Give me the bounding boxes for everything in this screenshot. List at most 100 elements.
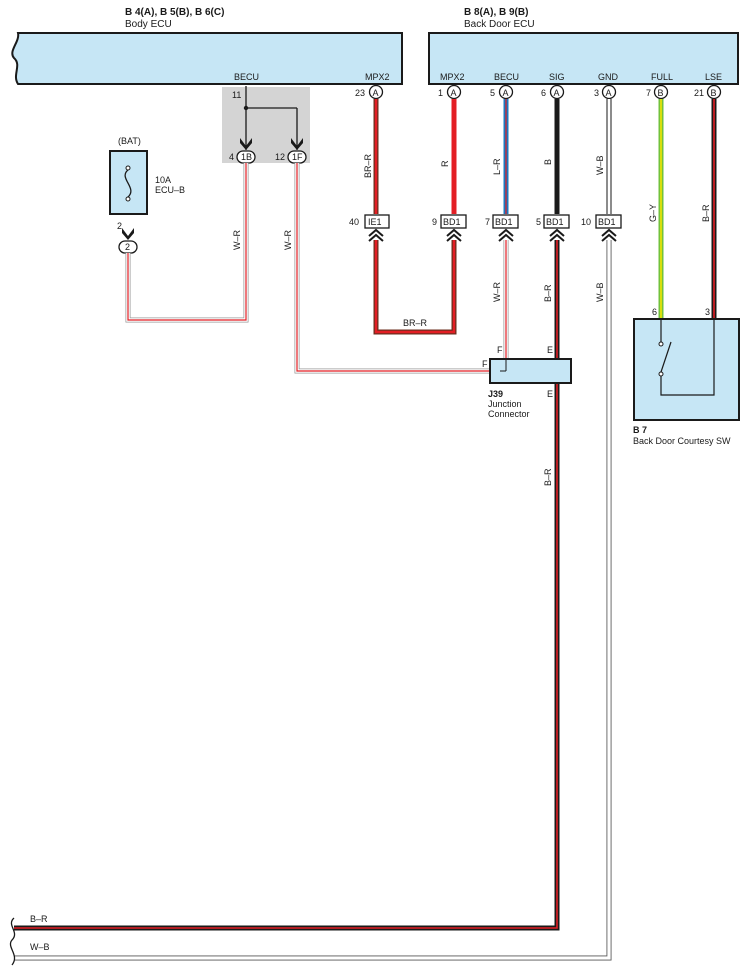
- bd1-10-chevron-icon: [601, 228, 617, 242]
- bde-pin-label-sig: SIG: [549, 72, 565, 82]
- bde-pin-circle-3: [601, 84, 617, 100]
- wires: [14, 99, 717, 961]
- label-sig-bottom: B–R: [543, 468, 553, 486]
- wire-1f-red: [296, 163, 500, 372]
- bde-pin-num-3: 3: [594, 88, 599, 98]
- back-door-courtesy-switch: 6 3 B 7 Back Door Courtesy SW: [633, 307, 740, 446]
- bde-pin-num-6: 6: [541, 88, 546, 98]
- label-exit-wb: W–B: [30, 942, 50, 952]
- bde-pin-conn-5: A: [503, 88, 509, 98]
- fuse-arrow: [122, 228, 134, 240]
- ie1-label: IE1: [368, 217, 382, 227]
- body-ecu-pin-mpx2-label: MPX2: [365, 72, 390, 82]
- body-ecu-pin-becu-label: BECU: [234, 72, 259, 82]
- mpx2-pin-connector: A: [373, 88, 379, 98]
- fuse-box: [109, 150, 148, 215]
- bde-pin-label-gnd: GND: [598, 72, 619, 82]
- bd1-10-box: [595, 214, 622, 229]
- label-becu-back: L–R: [492, 158, 502, 175]
- label-mpx2-bottom: BR–R: [403, 318, 428, 328]
- courtesy-pin-right: 3: [705, 307, 710, 317]
- bd1-5-number: 5: [536, 217, 541, 227]
- wire-1f-white: [295, 163, 500, 373]
- bd1-9-label: BD1: [443, 217, 461, 227]
- j39-name-2: Connector: [488, 409, 530, 419]
- j39-pin-f-top: F: [497, 345, 503, 355]
- wire-mpx2-loop-red: [374, 240, 456, 334]
- body-ecu-junction-block: 11 4 1B 12 1F: [222, 86, 310, 164]
- junction-shade: [222, 87, 310, 163]
- switch-internal-line: [660, 319, 715, 396]
- back-door-ecu: B 8(A), B 9(B) Back Door ECU MPX2 BECU S…: [428, 7, 739, 100]
- bde-pin-conn-7: B: [658, 88, 664, 98]
- bde-pin-label-lse: LSE: [705, 72, 722, 82]
- bde-pin-num-7: 7: [646, 88, 651, 98]
- label-mpx2-back: R: [440, 160, 450, 167]
- arrow-1b: [240, 138, 252, 150]
- bd1-5-box: [543, 214, 570, 229]
- wire-sig-lower-outline: [14, 240, 560, 931]
- connector-1b-label: 1B: [241, 152, 252, 162]
- fuse-connector-label: 2: [125, 242, 130, 252]
- bd1-7-number: 7: [485, 217, 490, 227]
- pin-1f-number: 12: [275, 152, 285, 162]
- bd1-9-number: 9: [432, 217, 437, 227]
- junction-dot: [243, 105, 249, 111]
- label-jc-wire: W–R: [283, 230, 293, 251]
- inline-connectors: 40 IE1 9 BD1 7 BD1 5 BD1 10 BD1: [349, 214, 622, 242]
- bde-pin-label-mpx2: MPX2: [440, 72, 465, 82]
- bde-pin-conn-3: A: [606, 88, 612, 98]
- courtesy-switch-name: Back Door Courtesy SW: [633, 436, 731, 446]
- body-ecu-mpx2-pin: 23 A: [355, 84, 384, 100]
- bde-pin-circle-1: [446, 84, 462, 100]
- ie1-number: 40: [349, 217, 359, 227]
- wire-gnd-lower-outline: [14, 240, 612, 961]
- ie1-chevron-icon: [368, 228, 384, 242]
- label-gnd: W–B: [595, 155, 605, 175]
- bde-pin-conn-6: A: [554, 88, 560, 98]
- wire-gnd-lower-white: [14, 240, 611, 960]
- fuse-supply: (BAT): [118, 136, 141, 146]
- label-sig: B: [543, 159, 553, 165]
- exit-brace-icon: [9, 917, 16, 966]
- fuse-rating: 10A: [155, 175, 171, 185]
- bde-pin-conn-1: A: [451, 88, 457, 98]
- fuse-name: ECU–B: [155, 185, 185, 195]
- bd1-7-chevron-icon: [498, 228, 514, 242]
- bde-pin-circle-5: [498, 84, 514, 100]
- mpx2-pin-number: 23: [355, 88, 365, 98]
- fuse-ecu-b: (BAT) 10A ECU–B 2 2: [109, 136, 185, 254]
- fuse-terminal-top: [125, 165, 131, 171]
- bde-pin-num-21: 21: [694, 88, 704, 98]
- connector-1f-label: 1F: [292, 152, 303, 162]
- bd1-7-box: [492, 214, 519, 229]
- arrow-1f: [291, 138, 303, 150]
- bde-pin-label-full: FULL: [651, 72, 673, 82]
- switch-contact-top: [658, 341, 664, 347]
- courtesy-switch-id: B 7: [633, 425, 647, 435]
- j39-pin-f-side: F: [482, 359, 488, 369]
- fuse-element-icon: [124, 169, 132, 198]
- bd1-10-label: BD1: [598, 217, 616, 227]
- label-mpx2-body: BR–R: [363, 153, 373, 178]
- back-door-ecu-part-ids: B 8(A), B 9(B): [464, 7, 528, 18]
- fuse-pin: 2: [117, 221, 122, 231]
- bd1-9-box: [440, 214, 467, 229]
- j39-id: J39: [488, 389, 503, 399]
- bd1-10-number: 10: [581, 217, 591, 227]
- bde-pin-circle-21: [706, 84, 722, 100]
- switch-contact-bottom: [658, 371, 664, 377]
- bde-pin-num-1: 1: [438, 88, 443, 98]
- courtesy-pin-left: 6: [652, 307, 657, 317]
- mpx2-pin-circle: [368, 84, 384, 100]
- wire-sig-lower-red: [14, 240, 558, 929]
- bd1-5-label: BD1: [546, 217, 564, 227]
- label-gnd-lower: W–B: [595, 282, 605, 302]
- label-sig-lower: B–R: [543, 284, 553, 302]
- label-exit-br: B–R: [30, 914, 48, 924]
- bd1-7-label: BD1: [495, 217, 513, 227]
- wire-1f-outline: [294, 163, 500, 374]
- j39-name-1: Junction: [488, 399, 522, 409]
- label-lse: B–R: [701, 204, 711, 222]
